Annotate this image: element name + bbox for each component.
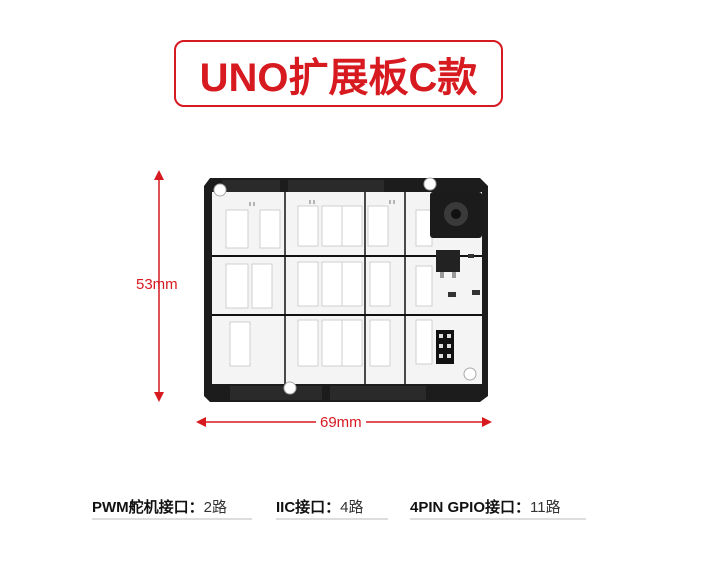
spec-key: PWM舵机接口：	[92, 498, 204, 516]
spec-value: 4路	[340, 498, 364, 516]
width-label: 69mm	[316, 414, 366, 431]
spec-value: 11路	[530, 498, 561, 516]
spec-gpio: 4PIN GPIO接口：11路	[410, 494, 586, 520]
board-image	[204, 177, 488, 402]
spec-pwm-servo: PWM舵机接口：2路	[92, 494, 252, 520]
title-box: UNO扩展板C款	[174, 40, 503, 107]
spec-key: IIC接口：	[276, 498, 341, 516]
height-label: 53mm	[136, 276, 178, 293]
height-dimension-line	[154, 170, 164, 402]
spec-value: 2路	[203, 498, 228, 516]
spec-key: 4PIN GPIO接口：	[410, 498, 531, 516]
spec-iic: IIC接口：4路	[276, 494, 388, 520]
page-title: UNO扩展板C款	[199, 55, 478, 100]
